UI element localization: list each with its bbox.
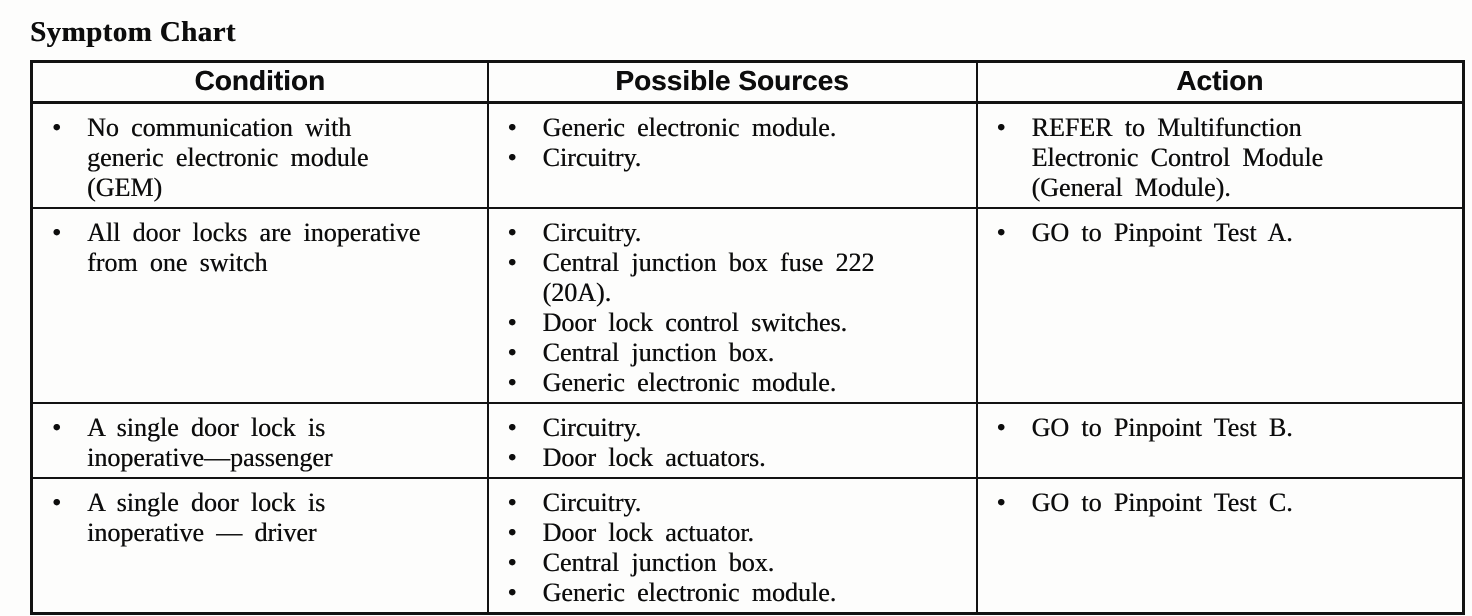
table-row: • A single door lock is inoperative—pass…: [30, 402, 1465, 479]
condition-cell: • A single door lock is inoperative—pass…: [30, 402, 489, 479]
list-item: • A single door lock is inoperative—pass…: [45, 413, 473, 473]
list-item: • GO to Pinpoint Test B.: [990, 413, 1449, 443]
bullet-icon: •: [507, 338, 517, 367]
bullet-icon: •: [52, 113, 62, 142]
header-row: Condition Possible Sources Action: [30, 60, 1465, 104]
list-item: • No communication with generic electron…: [45, 113, 473, 203]
column-header-possible-sources: Possible Sources: [486, 60, 978, 104]
possible-sources-cell: • Generic electronic module. • Circuitry…: [486, 101, 978, 209]
list-item: • Central junction box.: [501, 338, 962, 368]
bullet-icon: •: [507, 113, 517, 142]
list-item: • GO to Pinpoint Test C.: [990, 488, 1449, 518]
bullet-icon: •: [507, 368, 517, 397]
list-item-text: Door lock actuator.: [542, 518, 754, 547]
list-item-text: No communication with generic electronic…: [87, 113, 369, 202]
action-cell: • GO to Pinpoint Test B.: [975, 402, 1465, 479]
list-item-text: Generic electronic module.: [542, 368, 837, 397]
bullet-icon: •: [996, 113, 1006, 142]
list-item: • GO to Pinpoint Test A.: [990, 218, 1449, 248]
possible-sources-cell: • Circuitry. • Door lock actuators.: [486, 402, 978, 479]
bullet-icon: •: [996, 488, 1006, 517]
action-cell: • GO to Pinpoint Test C.: [975, 477, 1465, 615]
bullet-icon: •: [507, 308, 517, 337]
list-item-text: GO to Pinpoint Test B.: [1031, 413, 1293, 442]
table-row: • No communication with generic electron…: [30, 101, 1465, 209]
list-item: • Door lock control switches.: [501, 308, 962, 338]
action-cell: • GO to Pinpoint Test A.: [975, 207, 1465, 404]
list-item: • Central junction box.: [501, 548, 962, 578]
list-item-text: GO to Pinpoint Test A.: [1031, 218, 1293, 247]
list-item-text: Circuitry.: [542, 413, 642, 442]
bullet-icon: •: [52, 218, 62, 247]
list-item-text: Circuitry.: [542, 218, 642, 247]
bullet-icon: •: [996, 413, 1006, 442]
list-item: • All door locks are inoperative from on…: [45, 218, 473, 278]
column-header-action: Action: [975, 60, 1465, 104]
list-item-text: Door lock actuators.: [542, 443, 766, 472]
list-item-text: Circuitry.: [542, 488, 642, 517]
page-title: Symptom Chart: [30, 16, 236, 48]
list-item-text: Central junction box.: [542, 338, 775, 367]
list-item: • Generic electronic module.: [501, 113, 962, 143]
condition-cell: • A single door lock is inoperative — dr…: [30, 477, 489, 615]
bullet-icon: •: [507, 218, 517, 247]
list-item-text: All door locks are inoperative from one …: [87, 218, 421, 277]
list-item-text: Central junction box fuse 222 (20A).: [542, 248, 875, 307]
action-cell: • REFER to Multifunction Electronic Cont…: [975, 101, 1465, 209]
list-item: • Generic electronic module.: [501, 578, 962, 608]
list-item: • A single door lock is inoperative — dr…: [45, 488, 473, 548]
list-item-text: Circuitry.: [542, 143, 642, 172]
list-item-text: REFER to Multifunction Electronic Contro…: [1031, 113, 1324, 202]
column-header-condition: Condition: [30, 60, 489, 104]
list-item-text: GO to Pinpoint Test C.: [1031, 488, 1293, 517]
list-item: • REFER to Multifunction Electronic Cont…: [990, 113, 1449, 203]
bullet-icon: •: [507, 143, 517, 172]
bullet-icon: •: [507, 248, 517, 277]
bullet-icon: •: [52, 413, 62, 442]
bullet-icon: •: [507, 443, 517, 472]
table-row: • A single door lock is inoperative — dr…: [30, 477, 1465, 615]
bullet-icon: •: [996, 218, 1006, 247]
list-item: • Circuitry.: [501, 413, 962, 443]
table-row: • All door locks are inoperative from on…: [30, 207, 1465, 404]
possible-sources-cell: • Circuitry. • Central junction box fuse…: [486, 207, 978, 404]
condition-cell: • No communication with generic electron…: [30, 101, 489, 209]
list-item: • Generic electronic module.: [501, 368, 962, 398]
bullet-icon: •: [507, 548, 517, 577]
symptom-chart-table: Condition Possible Sources Action • No c…: [30, 60, 1465, 615]
possible-sources-cell: • Circuitry. • Door lock actuator. • Cen…: [486, 477, 978, 615]
list-item-text: Generic electronic module.: [542, 113, 837, 142]
condition-cell: • All door locks are inoperative from on…: [30, 207, 489, 404]
list-item-text: A single door lock is inoperative—passen…: [87, 413, 333, 472]
bullet-icon: •: [507, 488, 517, 517]
list-item: • Door lock actuators.: [501, 443, 962, 473]
list-item: • Circuitry.: [501, 143, 962, 173]
list-item-text: Generic electronic module.: [542, 578, 837, 607]
list-item: • Central junction box fuse 222 (20A).: [501, 248, 962, 308]
bullet-icon: •: [52, 488, 62, 517]
list-item: • Door lock actuator.: [501, 518, 962, 548]
bullet-icon: •: [507, 518, 517, 547]
list-item: • Circuitry.: [501, 218, 962, 248]
list-item-text: A single door lock is inoperative — driv…: [87, 488, 326, 547]
bullet-icon: •: [507, 578, 517, 607]
list-item-text: Door lock control switches.: [542, 308, 848, 337]
list-item: • Circuitry.: [501, 488, 962, 518]
list-item-text: Central junction box.: [542, 548, 775, 577]
bullet-icon: •: [507, 413, 517, 442]
